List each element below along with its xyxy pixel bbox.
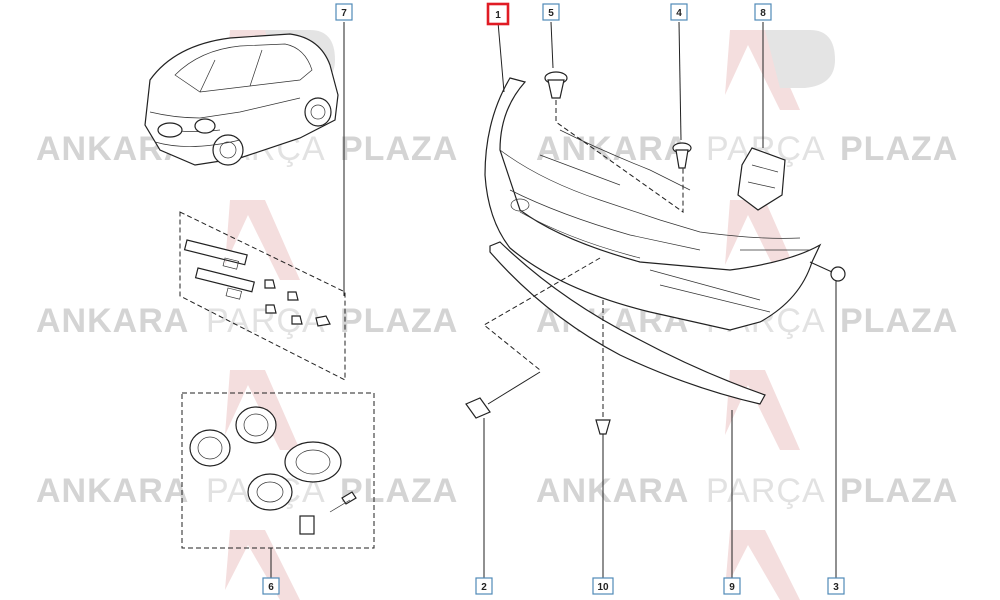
callout-label: 4 bbox=[676, 8, 682, 19]
callout-label: 5 bbox=[548, 8, 554, 19]
callout-label: 6 bbox=[268, 582, 274, 593]
clip-10 bbox=[595, 419, 611, 478]
callout-label: 9 bbox=[729, 582, 735, 593]
watermark-word-ankara: ANKARA bbox=[36, 472, 189, 510]
callout-8[interactable]: 8 bbox=[754, 3, 772, 21]
part-group-6 bbox=[181, 392, 375, 549]
watermark-word-plaza: PLAZA bbox=[340, 130, 458, 168]
callout-label: 1 bbox=[495, 10, 501, 21]
callout-2[interactable]: 2 bbox=[475, 577, 493, 595]
watermark-row-2: ANKARA PARÇA PLAZA ANKARA PARÇA PLAZA bbox=[36, 302, 958, 340]
watermark-word-parca: PARÇA bbox=[206, 302, 326, 340]
watermark-word-ankara: ANKARA bbox=[536, 472, 689, 510]
fastener-4 bbox=[672, 142, 692, 169]
callout-label: 3 bbox=[833, 582, 839, 593]
rivet-2 bbox=[465, 371, 541, 419]
bracket-8 bbox=[737, 147, 786, 211]
callout-10[interactable]: 10 bbox=[592, 577, 614, 595]
callout-5[interactable]: 5 bbox=[542, 3, 560, 21]
fastener-5 bbox=[544, 71, 568, 99]
front-bumper bbox=[484, 77, 822, 331]
callout-label: 10 bbox=[597, 582, 609, 593]
watermark-word-parca: PARÇA bbox=[706, 472, 826, 510]
watermark-word-plaza: PLAZA bbox=[840, 302, 958, 340]
callout-label: 2 bbox=[481, 582, 487, 593]
leader-lines bbox=[270, 21, 837, 578]
part-group-7 bbox=[179, 211, 346, 381]
car-illustration bbox=[144, 33, 339, 166]
callout-7[interactable]: 7 bbox=[335, 3, 353, 21]
watermark-word-plaza: PLAZA bbox=[840, 130, 958, 168]
callout-4[interactable]: 4 bbox=[670, 3, 688, 21]
lower-spoiler bbox=[489, 241, 766, 405]
screw-3 bbox=[809, 261, 846, 282]
watermark-word-plaza: PLAZA bbox=[340, 302, 458, 340]
watermark-word-ankara: ANKARA bbox=[36, 302, 189, 340]
callout-6[interactable]: 6 bbox=[262, 577, 280, 595]
watermark-word-plaza: PLAZA bbox=[340, 472, 458, 510]
callout-1[interactable]: 1 bbox=[486, 2, 510, 26]
watermark-word-plaza: PLAZA bbox=[840, 472, 958, 510]
callout-9[interactable]: 9 bbox=[723, 577, 741, 595]
callout-3[interactable]: 3 bbox=[827, 577, 845, 595]
watermark-row-3: ANKARA PARÇA PLAZA ANKARA PARÇA PLAZA bbox=[36, 472, 958, 510]
callout-label: 7 bbox=[341, 8, 347, 19]
callout-label: 8 bbox=[760, 8, 766, 19]
